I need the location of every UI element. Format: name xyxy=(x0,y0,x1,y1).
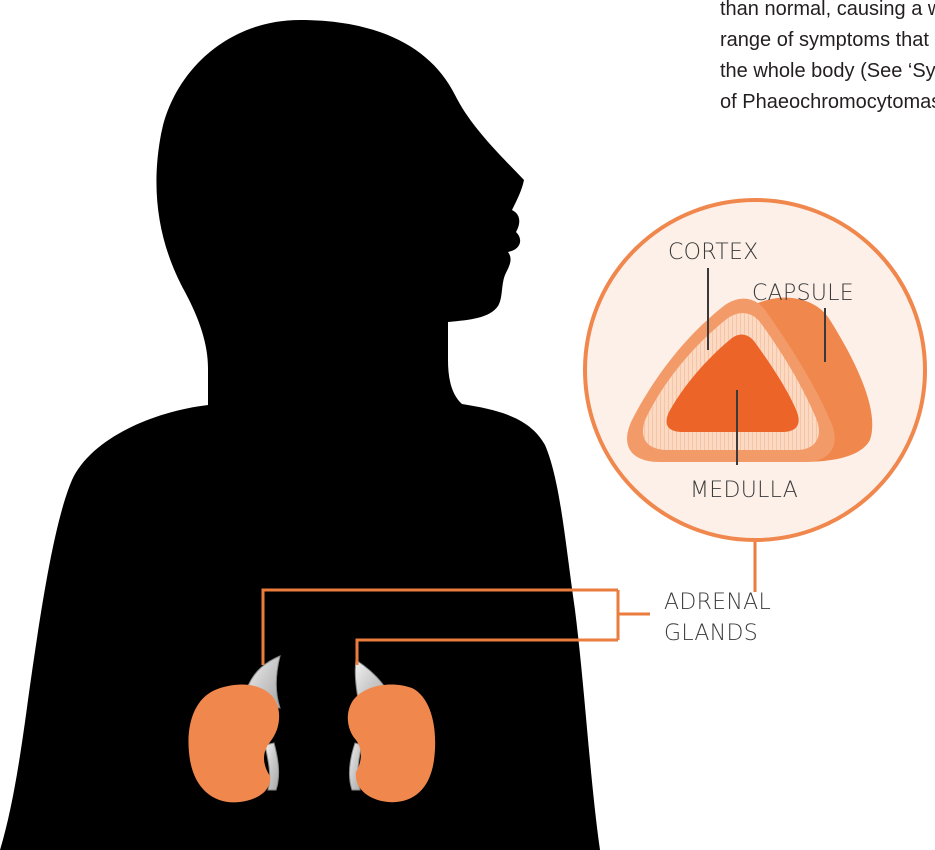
medulla-label: MEDULLA xyxy=(690,478,798,503)
right-kidney xyxy=(348,684,435,802)
adrenal-glands-label-line2: GLANDS xyxy=(664,621,758,646)
human-silhouette xyxy=(0,20,600,850)
capsule-label: CAPSULE xyxy=(752,281,854,306)
adrenal-glands-label-line1: ADRENAL xyxy=(664,590,771,615)
cortex-label: CORTEX xyxy=(668,240,759,265)
left-kidney xyxy=(188,685,279,803)
